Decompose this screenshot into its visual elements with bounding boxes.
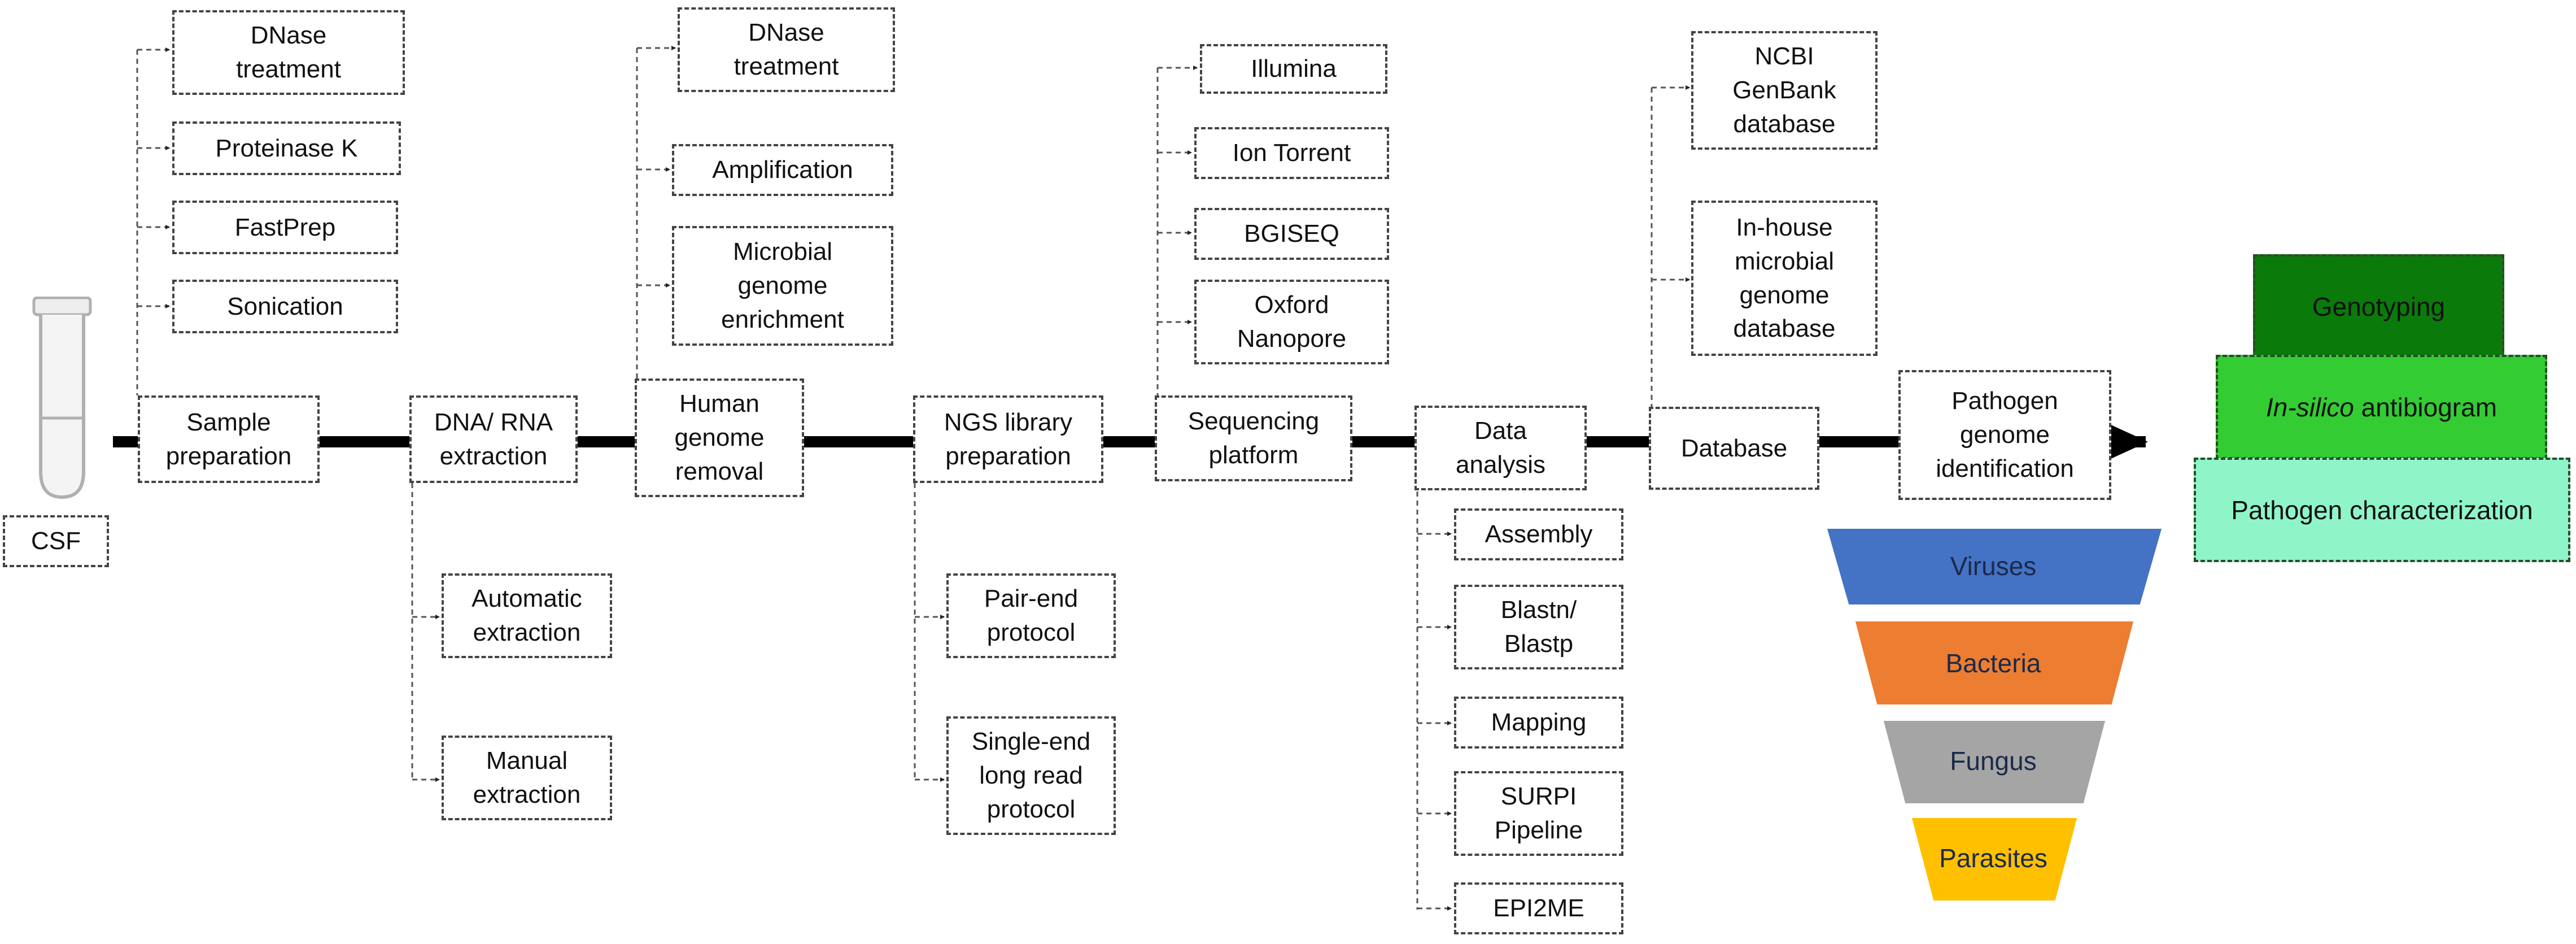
funnel-fungus-band bbox=[1879, 717, 2110, 807]
extraction-manual-box: Manual extraction bbox=[442, 736, 612, 820]
sample-preparation-box: Sample preparation bbox=[138, 395, 320, 483]
funnel-parasites-band bbox=[1907, 815, 2081, 904]
funnel-label-viruses: Viruses bbox=[1950, 551, 2037, 581]
analysis-mapping-box: Mapping bbox=[1454, 697, 1623, 749]
analysis-assembly-box: Assembly bbox=[1454, 508, 1623, 560]
analysis-blast-box: Blastn/ Blastp bbox=[1454, 585, 1623, 669]
funnel-label-fungus: Fungus bbox=[1950, 746, 2037, 776]
sample-prep-sonication-box: Sonication bbox=[172, 280, 398, 333]
pathogen-identification-box: Pathogen genome identification bbox=[1898, 370, 2111, 500]
platform-ion-torrent-box: Ion Torrent bbox=[1194, 127, 1389, 179]
library-single-end-box: Single-end long read protocol bbox=[946, 716, 1116, 835]
analysis-epi2me-box: EPI2ME bbox=[1454, 882, 1623, 934]
funnel-label-parasites: Parasites bbox=[1939, 843, 2047, 873]
extraction-automatic-box: Automatic extraction bbox=[442, 573, 612, 658]
genotyping-tier: Genotyping bbox=[2253, 254, 2504, 359]
csf-box: CSF bbox=[3, 515, 109, 567]
platform-nanopore-box: Oxford Nanopore bbox=[1194, 280, 1389, 364]
library-pair-end-box: Pair-end protocol bbox=[946, 573, 1116, 658]
sample-prep-fastprep-box: FastPrep bbox=[172, 201, 398, 254]
human-removal-enrichment-box: Microbial genome enrichment bbox=[672, 226, 893, 346]
pathogen-funnel bbox=[1823, 525, 2166, 904]
human-genome-removal-box: Human genome removal bbox=[635, 379, 804, 497]
sequencing-platform-box: Sequencing platform bbox=[1155, 395, 1352, 481]
analysis-surpi-box: SURPI Pipeline bbox=[1454, 771, 1623, 856]
pathogen-characterization-tier: Pathogen characterization bbox=[2194, 458, 2570, 562]
dashed-branches bbox=[136, 46, 1690, 911]
funnel-bacteria-band bbox=[1851, 618, 2138, 708]
sample-prep-proteinase-box: Proteinase K bbox=[172, 121, 401, 175]
extraction-box: DNA/ RNA extraction bbox=[409, 395, 578, 483]
library-preparation-box: NGS library preparation bbox=[913, 395, 1103, 483]
antibiogram-tier: In-silico antibiogram bbox=[2216, 355, 2547, 459]
human-removal-dnase-box: DNase treatment bbox=[678, 7, 895, 92]
database-ncbi-box: NCBI GenBank database bbox=[1691, 31, 1878, 150]
data-analysis-box: Data analysis bbox=[1414, 406, 1587, 490]
database-inhouse-box: In-house microbial genome database bbox=[1691, 201, 1878, 356]
platform-bgiseq-box: BGISEQ bbox=[1194, 208, 1389, 260]
csf-tube-icon bbox=[32, 297, 92, 499]
funnel-viruses-band bbox=[1823, 525, 2166, 608]
sample-prep-dnase-box: DNase treatment bbox=[172, 10, 405, 95]
funnel-label-bacteria: Bacteria bbox=[1945, 649, 2041, 678]
platform-illumina-box: Illumina bbox=[1200, 44, 1387, 94]
human-removal-amplification-box: Amplification bbox=[672, 144, 893, 196]
database-box: Database bbox=[1649, 407, 1819, 490]
